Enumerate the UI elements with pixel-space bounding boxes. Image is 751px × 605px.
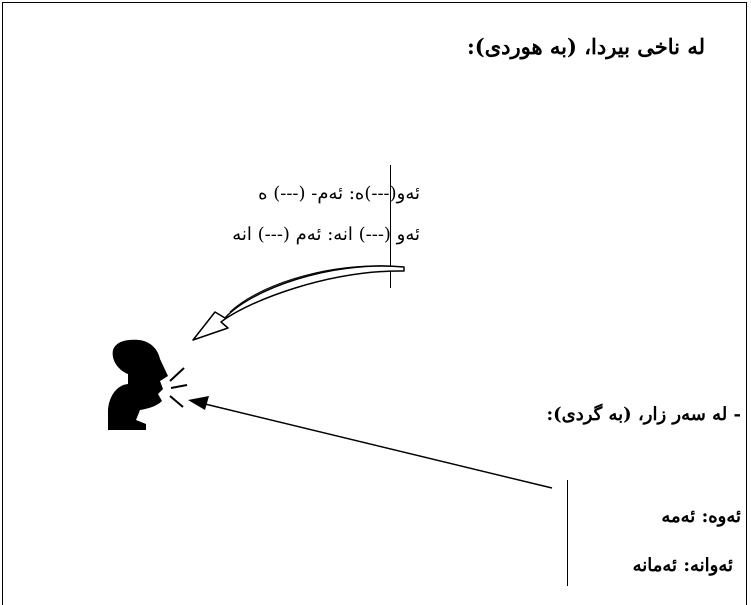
spoken-line-2: ئەوانە: ئەمانە — [632, 555, 733, 576]
sound-lines-icon — [169, 367, 188, 408]
inner-line-1: ئەو(---)ە: ئەم- (---) ە — [258, 183, 420, 204]
speaking-head-icon — [108, 339, 168, 430]
heading-spoken: - له سەر زار، (به گردی): — [546, 404, 741, 425]
curved-arrow-icon — [192, 265, 405, 341]
spoken-group-bracket — [567, 480, 568, 586]
straight-arrow-icon — [188, 396, 553, 489]
spoken-line-1: ئەوە: ئەمە — [661, 506, 741, 527]
inner-group-bracket — [390, 165, 391, 288]
inner-line-2: ئەو (---) انە: ئەم (---) انە — [232, 224, 420, 245]
heading-thought: له ناخی بیردا، (به هوردی): — [467, 34, 705, 59]
